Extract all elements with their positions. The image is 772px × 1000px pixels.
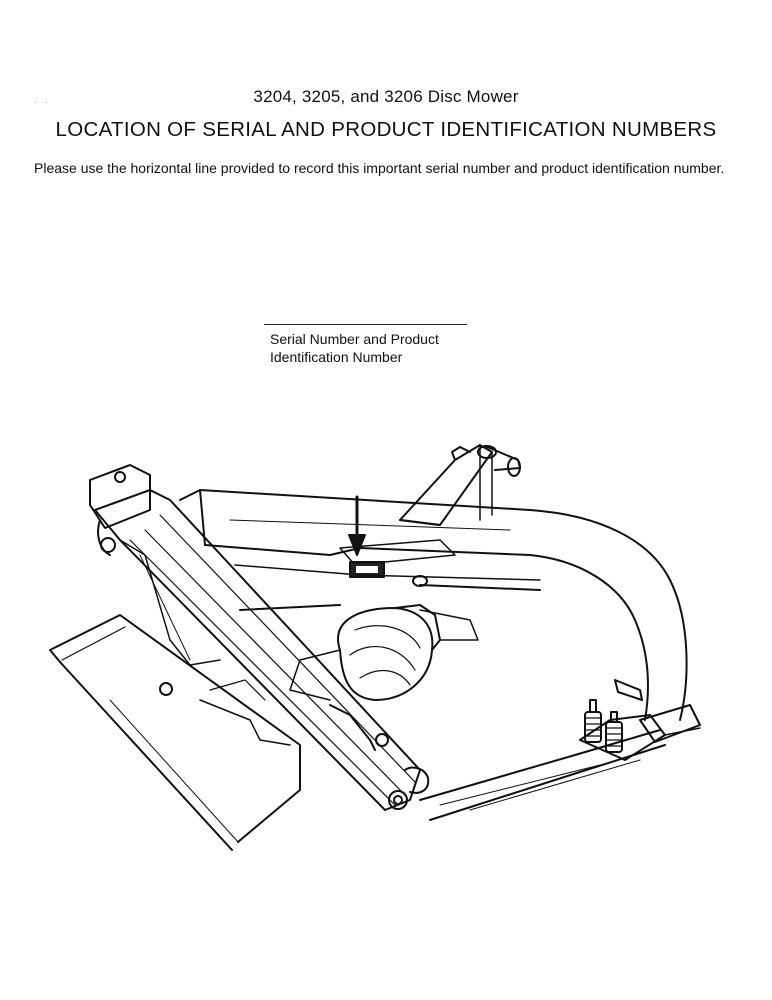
mower-frame-illustration xyxy=(49,444,701,851)
main-frame-tube xyxy=(179,489,701,743)
spring-mounts xyxy=(579,679,701,761)
scan-artifact: · · xyxy=(34,98,51,107)
drive-shaft xyxy=(289,604,479,701)
spring-left xyxy=(584,699,602,743)
lower-cross-member xyxy=(234,564,541,611)
record-caption-line-2: Identification Number xyxy=(270,349,403,365)
spring-right xyxy=(605,711,623,753)
record-caption-line-1: Serial Number and Product xyxy=(270,331,439,347)
deck-bolt-hole xyxy=(159,682,173,696)
serial-plate-location xyxy=(339,495,456,578)
lift-cylinder xyxy=(89,464,430,811)
document-title: LOCATION OF SERIAL AND PRODUCT IDENTIFIC… xyxy=(55,118,717,141)
hitch-bracket xyxy=(399,444,521,526)
lower-rails xyxy=(199,679,666,821)
down-arrow-icon xyxy=(348,495,366,556)
record-caption: Serial Number and Product Identification… xyxy=(270,330,490,366)
serial-number-record-line xyxy=(264,324,467,325)
instructions-paragraph: Please use the horizontal line provided … xyxy=(34,160,725,176)
cutterbar-deck xyxy=(49,614,301,851)
document-subtitle: 3204, 3205, and 3206 Disc Mower xyxy=(253,87,519,106)
